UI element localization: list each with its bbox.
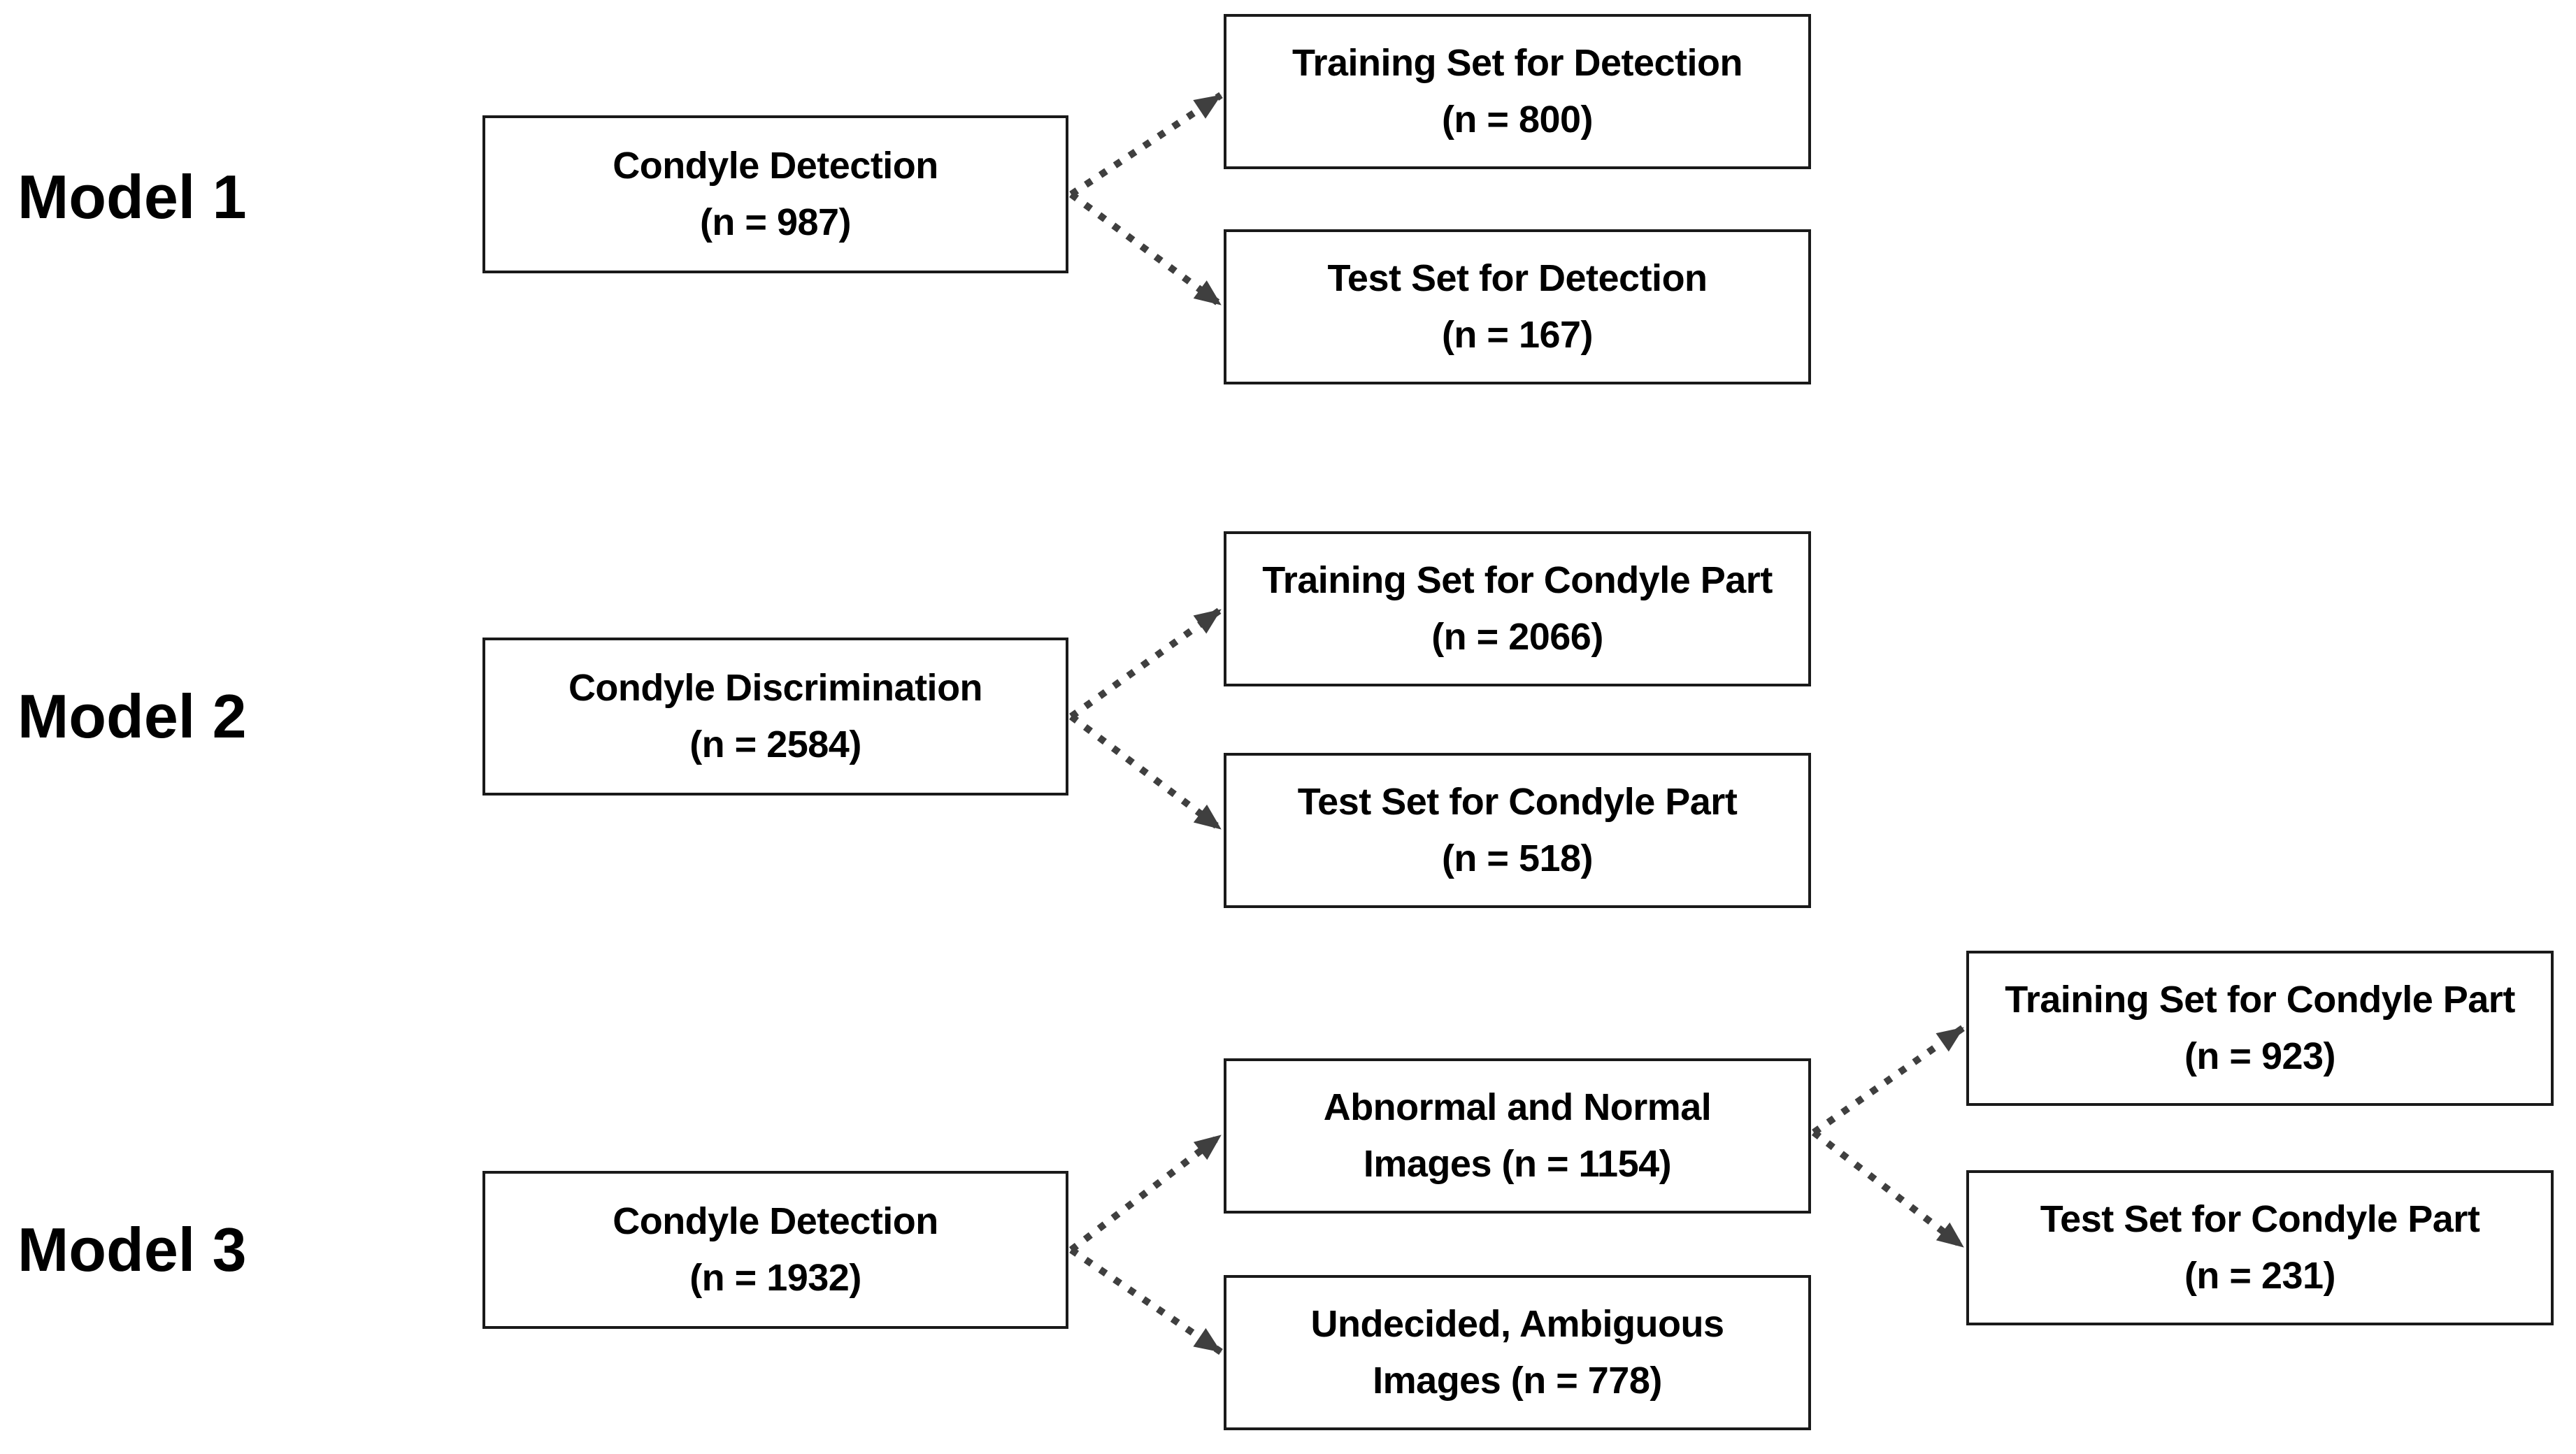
node-count: Images (n = 778) xyxy=(1373,1360,1662,1402)
node-title: Condyle Discrimination xyxy=(568,667,983,709)
node-title: Training Set for Condyle Part xyxy=(1262,559,1773,601)
node-m3-abnormal-normal-images: Abnormal and Normal Images (n = 1154) xyxy=(1224,1058,1811,1214)
node-title: Abnormal and Normal xyxy=(1323,1086,1712,1128)
node-title: Test Set for Detection xyxy=(1327,257,1708,299)
model1-label: Model 1 xyxy=(17,162,247,231)
node-count: Images (n = 1154) xyxy=(1363,1143,1672,1185)
arrow-m2-source-to-test xyxy=(1068,714,1224,832)
node-title: Test Set for Condyle Part xyxy=(1297,781,1738,823)
node-m1-training-set: Training Set for Detection (n = 800) xyxy=(1224,14,1811,169)
node-m1-test-set: Test Set for Detection (n = 167) xyxy=(1224,229,1811,384)
arrow-m3-abnormal-to-test xyxy=(1811,1130,1966,1250)
node-title: Undecided, Ambiguous xyxy=(1310,1303,1724,1345)
node-count: (n = 1932) xyxy=(689,1257,861,1299)
node-m2-training-set: Training Set for Condyle Part (n = 2066) xyxy=(1224,531,1811,686)
node-count: (n = 2066) xyxy=(1431,616,1603,658)
arrow-m1-source-to-train xyxy=(1069,92,1223,198)
node-count: (n = 800) xyxy=(1441,99,1594,141)
node-title: Training Set for Condyle Part xyxy=(2005,979,2515,1021)
node-m3-test-set: Test Set for Condyle Part (n = 231) xyxy=(1966,1170,2554,1325)
node-count: (n = 923) xyxy=(2184,1035,2336,1077)
node-count: (n = 987) xyxy=(699,201,852,243)
model3-label: Model 3 xyxy=(17,1215,247,1284)
arrow-m2-source-to-train xyxy=(1069,606,1223,720)
node-title: Test Set for Condyle Part xyxy=(2040,1198,2480,1240)
node-title: Condyle Detection xyxy=(613,145,938,187)
node-m1-condyle-detection: Condyle Detection (n = 987) xyxy=(482,115,1068,273)
arrow-m3-source-to-undecided xyxy=(1069,1246,1223,1355)
model2-label: Model 2 xyxy=(17,682,247,751)
node-count: (n = 231) xyxy=(2184,1255,2336,1297)
node-count: (n = 518) xyxy=(1441,837,1594,879)
node-title: Training Set for Detection xyxy=(1291,42,1743,84)
node-m3-undecided-ambiguous-images: Undecided, Ambiguous Images (n = 778) xyxy=(1224,1275,1811,1430)
node-count: (n = 2584) xyxy=(689,724,861,765)
node-count: (n = 167) xyxy=(1441,314,1594,356)
node-m2-test-set: Test Set for Condyle Part (n = 518) xyxy=(1224,753,1811,908)
node-m3-condyle-detection: Condyle Detection (n = 1932) xyxy=(482,1171,1068,1329)
node-m3-training-set: Training Set for Condyle Part (n = 923) xyxy=(1966,951,2554,1106)
arrow-m1-source-to-test xyxy=(1069,191,1223,308)
arrow-m3-source-to-abnormal xyxy=(1068,1132,1224,1253)
node-title: Condyle Detection xyxy=(613,1200,938,1242)
arrow-m3-abnormal-to-train xyxy=(1812,1024,1966,1136)
node-m2-condyle-discrimination: Condyle Discrimination (n = 2584) xyxy=(482,638,1068,796)
